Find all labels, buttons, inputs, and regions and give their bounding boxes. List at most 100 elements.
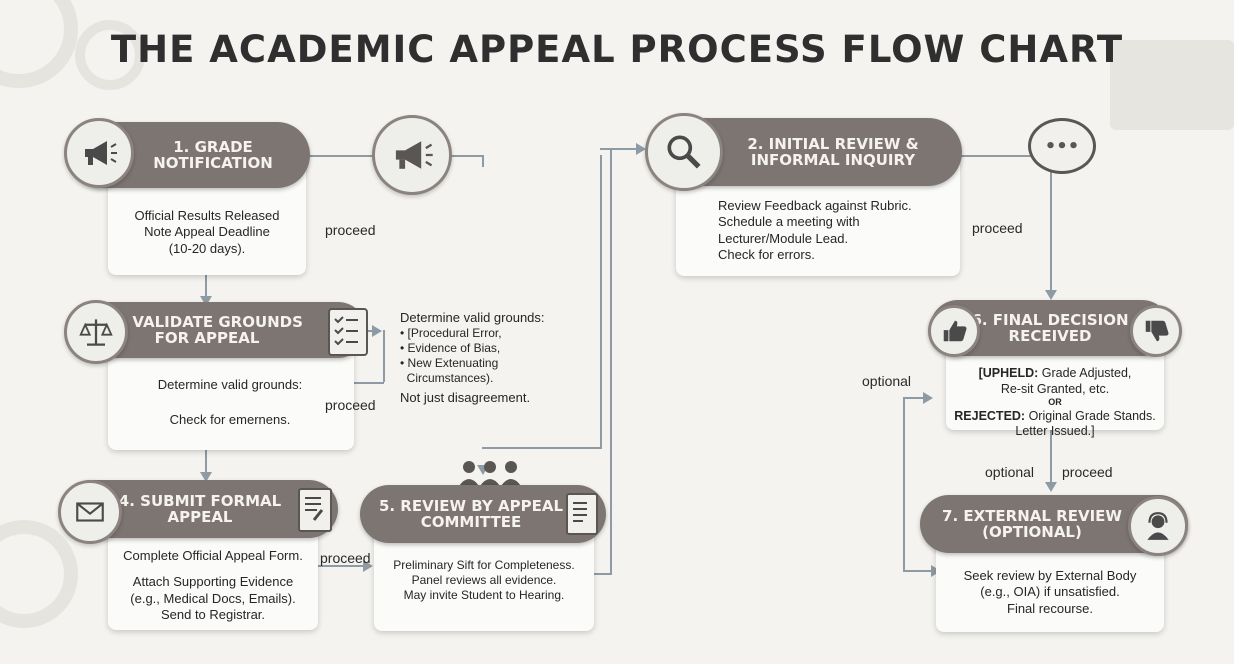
connector-line — [903, 398, 905, 570]
step2-line: Schedule a meeting with — [718, 214, 860, 230]
arrow-head — [372, 325, 382, 337]
step5-title-line1: 5. REVIEW BY APPEAL — [378, 496, 564, 515]
step4-icon-badge — [58, 480, 122, 544]
step6-upheld-line: [UPHELD: Grade Adjusted, — [946, 366, 1164, 382]
scales-icon — [79, 319, 113, 346]
step2-line: Review Feedback against Rubric. — [718, 198, 912, 213]
connector-line — [318, 565, 368, 567]
thumbs-down-icon — [1145, 320, 1169, 342]
step3-title-line1: 3. VALIDATE GROUNDS — [111, 312, 303, 331]
arrow-head — [477, 465, 489, 475]
background-gear — [0, 520, 78, 628]
arrow-head — [1045, 482, 1057, 492]
step1-title-line1: 1. GRADE — [173, 137, 253, 156]
step3-icon-badge — [64, 300, 128, 364]
step4-title-line1: 4. SUBMIT FORMAL — [118, 491, 282, 510]
arrow-head — [363, 560, 373, 572]
grounds-item: • New Extenuating — [400, 356, 499, 371]
step5-description: Preliminary Sift for Completeness. Panel… — [376, 558, 592, 603]
connector-line — [594, 573, 612, 575]
connector-line — [205, 275, 207, 300]
connector-line — [482, 447, 602, 449]
grounds-heading: Determine valid grounds: — [400, 310, 545, 325]
rejected-text: Original Grade Stands. — [1028, 408, 1156, 423]
grounds-item: • Evidence of Bias, — [400, 341, 501, 356]
support-agent-icon — [1147, 512, 1169, 540]
step7-line: Seek review by External Body — [963, 568, 1137, 583]
connector-line — [600, 155, 602, 447]
optional-label: optional — [862, 373, 912, 389]
envelope-icon — [76, 502, 104, 522]
step6-rejected-line: REJECTED: Original Grade Stands. — [946, 409, 1164, 425]
proceed-label: proceed — [1062, 464, 1113, 480]
grounds-item: • [Procedural Error, — [400, 326, 502, 341]
step1-title-line2: NOTIFICATION — [153, 154, 273, 172]
arrow-head — [923, 392, 933, 404]
step4-line: (e.g., Medical Docs, Emails). — [130, 590, 296, 606]
step6-description: [UPHELD: Grade Adjusted, Re-sit Granted,… — [946, 366, 1164, 440]
step2-line: Lecturer/Module Lead. — [718, 230, 849, 246]
connector-line — [383, 330, 385, 382]
megaphone-icon — [85, 141, 117, 165]
thumbs-up-badge — [928, 305, 980, 357]
step1-icon-badge — [64, 118, 134, 188]
step1-line: Note Appeal Deadline — [144, 224, 270, 240]
document-icon — [566, 493, 598, 535]
step6-title-line2: RECEIVED — [1008, 327, 1092, 345]
speech-bubble-icon: ••• — [1028, 118, 1096, 174]
step4-title-line2: APPEAL — [167, 508, 233, 526]
step7-line: (e.g., OIA) if unsatisfied. — [980, 584, 1120, 600]
arrow-head — [200, 472, 212, 482]
step1-line: Official Results Released — [134, 208, 280, 223]
grounds-footer: Not just disagreement. — [400, 390, 531, 406]
step1-description: Official Results Released Note Appeal De… — [112, 208, 302, 257]
connector-line — [1050, 155, 1052, 295]
step7-description: Seek review by External Body (e.g., OIA)… — [940, 568, 1160, 617]
connector-line — [482, 155, 484, 167]
step6-rejected-line2: Letter Issued.] — [1015, 424, 1095, 439]
rejected-label: REJECTED: — [954, 408, 1026, 423]
upheld-text: Grade Adjusted, — [1041, 366, 1132, 380]
connector-line — [903, 397, 925, 399]
document-icon — [298, 488, 332, 532]
connector-line — [958, 155, 1051, 157]
page-title: THE ACADEMIC APPEAL PROCESS FLOW CHART — [110, 28, 1124, 71]
step5-header: 5. REVIEW BY APPEAL COMMITTEE — [360, 485, 606, 543]
step7-line: Final recourse. — [1007, 600, 1093, 616]
connector-line — [354, 382, 384, 384]
step2-title-line2: INFORMAL INQUIRY — [750, 151, 916, 169]
grounds-item: Circumstances). — [400, 371, 494, 386]
step3-check-text: Check for emernens. — [169, 412, 291, 427]
step5-line: Preliminary Sift for Completeness. — [393, 558, 575, 572]
arrow-head — [1045, 290, 1057, 300]
step4-description: Complete Official Appeal Form. Attach Su… — [112, 548, 314, 623]
step2-line: Check for errors. — [718, 246, 815, 262]
step1-line: (10-20 days). — [168, 240, 246, 256]
checklist-icon — [328, 308, 368, 356]
step2-description: Review Feedback against Rubric. Schedule… — [718, 198, 950, 263]
grounds-note: Determine valid grounds: • [Procedural E… — [400, 310, 590, 407]
step2-icon-badge — [645, 113, 723, 191]
step6-title-line1: 6. FINAL DECISION — [971, 310, 1129, 329]
thumbs-up-icon — [943, 320, 967, 342]
step4-line: Complete Official Appeal Form. — [123, 548, 303, 563]
step7-icon-badge — [1128, 496, 1188, 556]
proceed-label: proceed — [325, 222, 376, 238]
connector-line — [903, 570, 933, 572]
step5-line: May invite Student to Hearing. — [403, 588, 565, 602]
step7-title-line2: (OPTIONAL) — [982, 523, 1082, 541]
arrow-head — [200, 296, 212, 306]
background-books — [1110, 40, 1234, 130]
step4-line: Send to Registrar. — [160, 606, 266, 622]
step6-upheld-line2: Re-sit Granted, etc. — [1000, 381, 1110, 396]
megaphone-icon — [395, 141, 433, 169]
thumbs-down-badge — [1130, 305, 1182, 357]
step4-line: Attach Supporting Evidence — [132, 574, 294, 590]
step2-title-line1: 2. INITIAL REVIEW & — [747, 134, 919, 153]
arrow-head — [636, 143, 646, 155]
connector-line — [600, 148, 640, 150]
committee-icon — [455, 460, 525, 488]
proceed-label: proceed — [320, 550, 371, 566]
connector-line — [205, 450, 207, 475]
megaphone-badge — [372, 115, 452, 195]
